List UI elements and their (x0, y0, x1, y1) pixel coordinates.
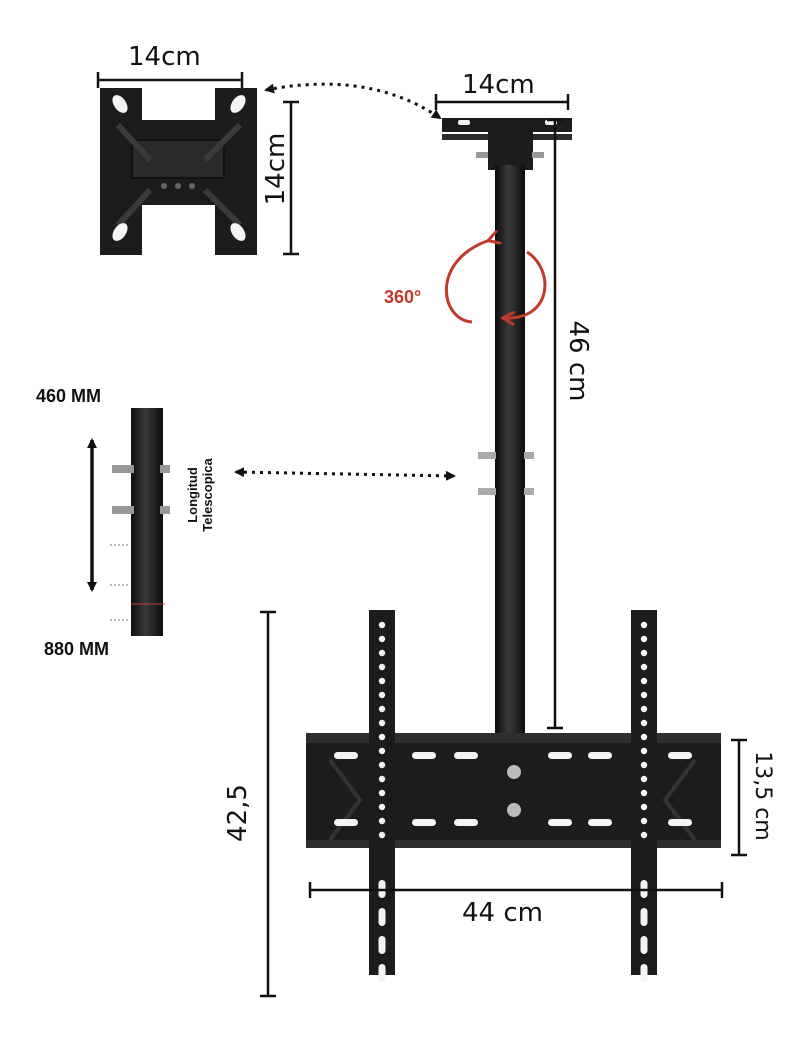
rotation-arrow-icon (444, 240, 547, 322)
arm-hole (378, 775, 386, 783)
max-length-label: 880 MM (44, 639, 110, 659)
arm-hole (378, 831, 386, 839)
tv-bracket-plate (306, 733, 721, 848)
telescopic-label-line2: Telescopica (200, 458, 215, 532)
arm-hole (640, 747, 648, 755)
arm-hole (640, 803, 648, 811)
bracket-slot (588, 752, 612, 759)
arm-hole (378, 747, 386, 755)
arm-hole (640, 677, 648, 685)
arm-hole (640, 775, 648, 783)
arm-hole (378, 733, 386, 741)
arm-hole (640, 831, 648, 839)
arm-slot (640, 964, 648, 982)
pole-length-dimension (547, 118, 563, 730)
bracket-slot (334, 752, 358, 759)
arm-slot (640, 936, 648, 954)
telescopic-pole (495, 165, 525, 735)
bracket-slot (334, 819, 358, 826)
pole-bolts (478, 452, 534, 495)
bracket-width-label: 44 cm (462, 898, 543, 928)
bracket-height-dimension (731, 738, 747, 857)
tv-arm-right (631, 610, 657, 982)
bracket-slot (668, 752, 692, 759)
arm-slot (378, 964, 386, 982)
bracket-slot (668, 819, 692, 826)
arm-hole (640, 719, 648, 727)
arm-hole (378, 663, 386, 671)
arm-hole (640, 621, 648, 629)
arm-slot (640, 908, 648, 926)
ceiling-plate-closeup (100, 88, 257, 255)
pole-length-label: 46 cm (563, 320, 593, 402)
arm-slot (378, 908, 386, 926)
total-height-label: 42,5 (223, 784, 253, 842)
bracket-slot (412, 819, 436, 826)
min-length-label: 460 MM (36, 386, 102, 406)
bracket-slot (588, 819, 612, 826)
telescopic-inset (110, 408, 170, 636)
dotted-arrow-icon (264, 82, 442, 120)
arm-hole (378, 705, 386, 713)
bracket-slot (454, 752, 478, 759)
telescopic-label: Longitud Telescopica (185, 435, 215, 555)
top-plate-dimension (434, 94, 570, 110)
total-height-dimension (260, 610, 276, 998)
arm-hole (378, 677, 386, 685)
bracket-slot (548, 752, 572, 759)
arm-hole (640, 635, 648, 643)
bracket-height-label: 13,5 cm (750, 751, 775, 841)
bracket-slot (548, 819, 572, 826)
arm-hole (640, 761, 648, 769)
plate-height-label: 14cm (261, 132, 291, 206)
arm-hole (378, 649, 386, 657)
arm-hole (640, 733, 648, 741)
plate-width-dimension (96, 72, 244, 88)
arm-hole (640, 705, 648, 713)
arm-hole (378, 803, 386, 811)
arm-hole (640, 663, 648, 671)
bracket-slot (454, 819, 478, 826)
arm-hole (378, 789, 386, 797)
arm-hole (640, 691, 648, 699)
arm-hole (378, 761, 386, 769)
plate-width-label: 14cm (128, 42, 201, 72)
telescopic-label-line1: Longitud (185, 467, 200, 523)
dotted-arrow-icon (234, 467, 456, 481)
rotation-label: 360° (384, 287, 422, 307)
bracket-slot (412, 752, 436, 759)
tv-arm-left (369, 610, 395, 982)
arm-hole (640, 789, 648, 797)
arm-hole (378, 635, 386, 643)
bracket-width-dimension (308, 882, 724, 898)
arm-hole (378, 817, 386, 825)
arm-hole (378, 691, 386, 699)
arm-slot (378, 936, 386, 954)
bracket-slots (334, 752, 692, 826)
arm-hole (378, 621, 386, 629)
top-ceiling-plate (442, 118, 572, 170)
arm-hole (378, 719, 386, 727)
top-plate-width-label: 14cm (462, 70, 535, 100)
arm-hole (640, 817, 648, 825)
arm-hole (640, 649, 648, 657)
